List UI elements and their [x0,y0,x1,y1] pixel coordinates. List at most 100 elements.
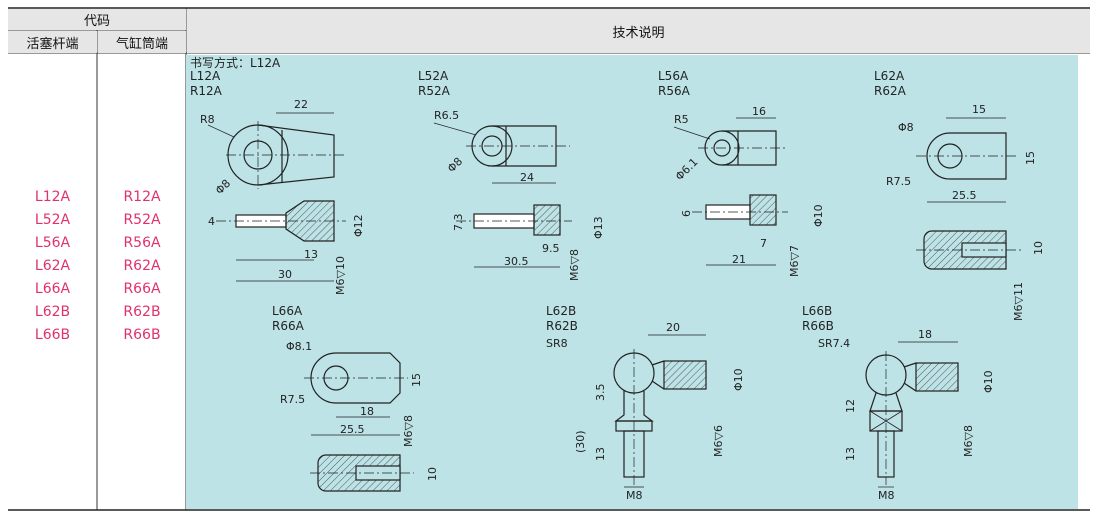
piston-code: L62A [34,258,71,274]
l62a-eye-view: 15 Φ8 R7.5 25.5 15 [886,103,1037,203]
svg-text:Φ8: Φ8 [445,155,465,175]
svg-text:R7.5: R7.5 [886,175,911,188]
svg-text:10: 10 [1032,241,1045,255]
header-tech-desc: 技术说明 [187,9,1090,53]
svg-text:12: 12 [844,399,857,413]
svg-text:Φ8: Φ8 [213,177,233,197]
piston-code: L12A [34,189,71,205]
header-piston-end: 活塞杆端 [8,31,97,53]
svg-text:7: 7 [760,237,767,250]
l56a-side-view: 6 7 21 Φ10 M6▽7 [680,194,825,277]
svg-text:R5: R5 [674,113,689,126]
part-label: L62B [546,304,576,318]
header-cylinder-end: 气缸筒端 [98,31,186,53]
svg-text:18: 18 [360,405,374,418]
svg-text:M6▽8: M6▽8 [402,415,415,447]
part-label: L66B [802,304,832,318]
part-label: R56A [658,84,691,98]
svg-text:13: 13 [844,447,857,461]
l62a-side-view: 10 M6▽11 [916,230,1045,321]
part-label: R52A [418,84,451,98]
svg-text:Φ8: Φ8 [898,121,914,134]
l66a-eye-view: Φ8.1 R7.5 18 25.5 15 M6▽8 [280,340,423,447]
part-label: R62B [546,319,578,333]
svg-text:Φ10: Φ10 [812,204,825,227]
svg-text:21: 21 [732,253,746,266]
svg-text:Φ8.1: Φ8.1 [286,340,312,353]
svg-text:6: 6 [680,210,693,217]
svg-text:9.5: 9.5 [542,242,560,255]
svg-text:Φ6.1: Φ6.1 [673,155,701,183]
cylinder-code: R62B [123,304,161,320]
writing-format: 书写方式：L12A [190,55,281,70]
svg-text:15: 15 [972,103,986,116]
svg-text:(30): (30) [574,430,587,453]
svg-text:22: 22 [294,98,308,111]
svg-text:R7.5: R7.5 [280,393,305,406]
l52a-eye-view: R6.5 Φ8 24 [433,109,570,184]
l12a-eye-view: 22 R8 Φ8 [200,98,346,197]
l66a-side-view: 10 [310,454,439,492]
svg-text:18: 18 [918,328,932,341]
part-label: L56A [658,69,689,83]
l66b-ball-joint: SR7.4 18 12 13 Φ10 M6▽8 M8 [818,328,995,502]
piston-code-list: L12A L52A L56A L62A L66A L62B L66B [8,186,97,347]
drawing-lines: 书写方式：L12A L12A R12A 22 R8 Φ8 4 13 30 Φ [190,55,1045,502]
svg-text:3.5: 3.5 [594,384,607,402]
svg-text:24: 24 [520,171,534,184]
svg-text:SR8: SR8 [546,337,568,350]
part-label: L12A [190,69,221,83]
svg-text:13: 13 [594,447,607,461]
part-label: R66B [802,319,834,333]
svg-text:M6▽8: M6▽8 [962,425,975,457]
l62b-ball-joint: SR8 20 3.5 (30) 13 Φ10 M6▽6 M8 [546,321,745,502]
technical-drawing-panel: 书写方式：L12A L12A R12A 22 R8 Φ8 4 13 30 Φ [186,55,1078,509]
technical-drawing: 书写方式：L12A L12A R12A 22 R8 Φ8 4 13 30 Φ [190,55,1045,502]
svg-text:SR7.4: SR7.4 [818,337,850,350]
cylinder-code: R52A [123,212,161,228]
piston-code: L52A [34,212,71,228]
piston-code: L66B [34,327,71,343]
svg-text:M8: M8 [878,489,895,502]
svg-text:30.5: 30.5 [504,255,529,268]
part-label: L52A [418,69,449,83]
svg-text:R8: R8 [200,113,215,126]
svg-text:20: 20 [666,321,680,334]
cylinder-code: R66A [123,281,161,297]
svg-text:25.5: 25.5 [952,189,977,202]
cylinder-code: R66B [123,327,161,343]
header-code: 代码 [8,9,186,30]
l52a-side-view: 7.3 9.5 30.5 Φ13 M6▽8 [452,204,605,281]
svg-text:Φ10: Φ10 [982,370,995,393]
svg-text:M6▽11: M6▽11 [1012,282,1025,321]
piston-code: L66A [34,281,71,297]
svg-text:R6.5: R6.5 [434,109,459,122]
svg-text:Φ10: Φ10 [732,368,745,391]
svg-text:Φ13: Φ13 [592,216,605,239]
svg-text:10: 10 [426,467,439,481]
svg-text:Φ12: Φ12 [352,214,365,237]
part-label: R66A [272,319,305,333]
svg-text:M8: M8 [626,489,643,502]
svg-text:16: 16 [752,105,766,118]
part-label: L66A [272,304,303,318]
svg-text:M6▽8: M6▽8 [568,249,581,281]
part-label: R12A [190,84,223,98]
cylinder-code: R62A [123,258,161,274]
svg-text:15: 15 [410,373,423,387]
piston-code: L56A [34,235,71,251]
svg-text:7.3: 7.3 [452,214,465,232]
part-label: R62A [874,84,907,98]
svg-text:4: 4 [208,215,215,228]
cylinder-code-list: R12A R52A R56A R62A R66A R62B R66B [98,186,186,347]
svg-text:M6▽10: M6▽10 [334,256,347,295]
cylinder-code: R12A [123,189,161,205]
svg-text:13: 13 [304,248,318,261]
svg-text:M6▽7: M6▽7 [788,245,801,277]
svg-text:25.5: 25.5 [340,423,365,436]
part-label: L62A [874,69,905,83]
l56a-eye-view: 16 R5 Φ6.1 [673,105,786,183]
l12a-side-view: 4 13 30 Φ12 M6▽10 [208,200,365,295]
svg-text:15: 15 [1024,151,1037,165]
cylinder-code: R56A [123,235,161,251]
